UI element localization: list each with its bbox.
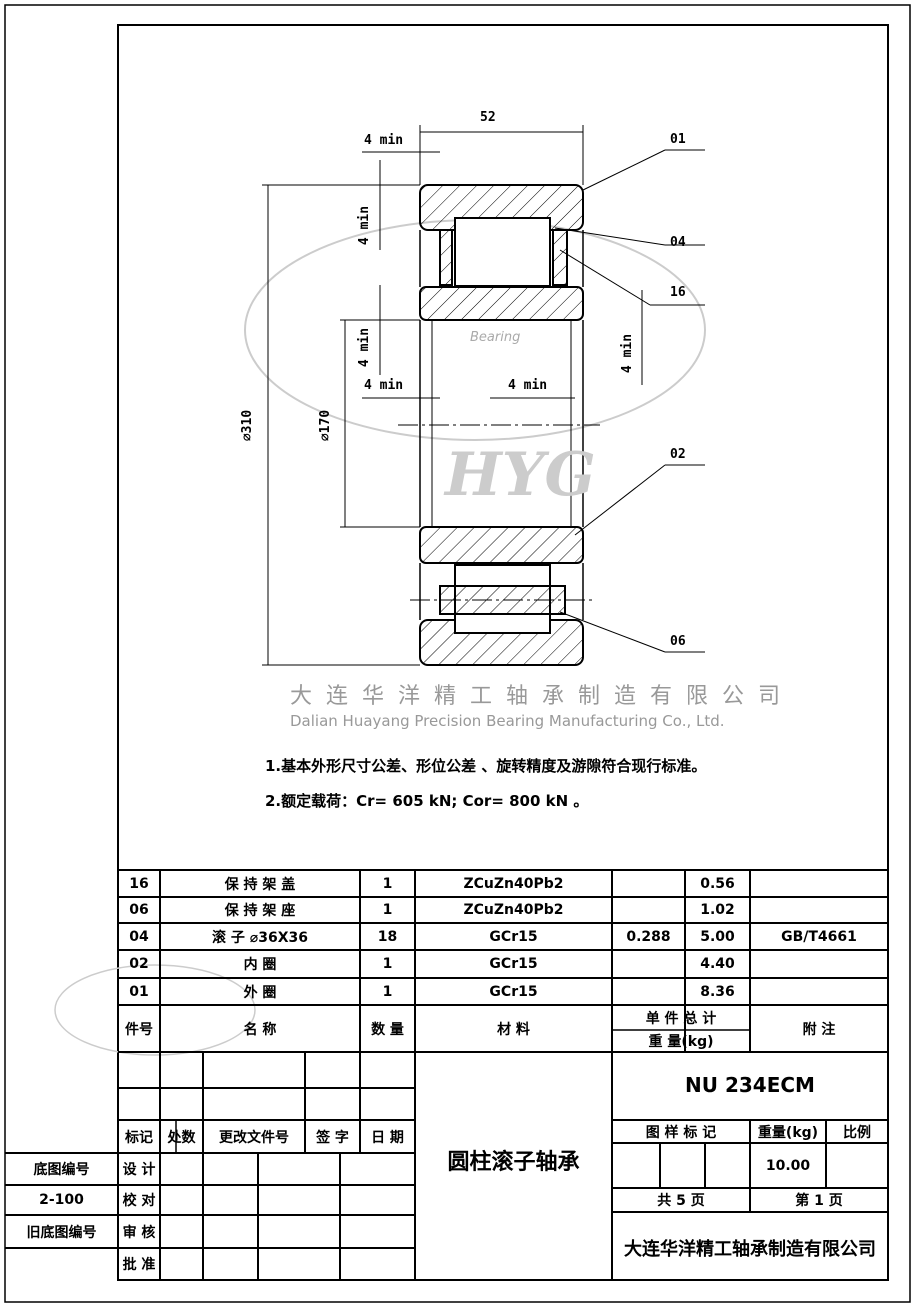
dim-width: 52 bbox=[480, 110, 496, 125]
part-qty-cell: 1 bbox=[382, 956, 393, 972]
part-name-cell: 外 圈 bbox=[243, 984, 277, 1001]
header-scale: 比例 bbox=[843, 1124, 871, 1141]
table-lines bbox=[5, 869, 888, 1280]
revision-header: 处数 bbox=[167, 1129, 196, 1146]
part-unit-cell bbox=[612, 870, 685, 897]
bearing-section bbox=[398, 184, 600, 666]
cage-right-top bbox=[552, 229, 568, 286]
part-no-cell: 01 bbox=[129, 983, 149, 1000]
header-weight: 重 量(kg) bbox=[648, 1034, 714, 1050]
part-no-cell: 06 bbox=[129, 902, 149, 918]
drawing-title: 圆柱滚子轴承 bbox=[447, 1150, 580, 1175]
model-number: NU 234ECM bbox=[685, 1073, 815, 1097]
cage-left-top bbox=[439, 229, 453, 286]
watermark-logo-text: HYG bbox=[445, 440, 596, 510]
part-total-cell: 5.00 bbox=[700, 928, 735, 945]
part-no-cell: 16 bbox=[129, 875, 149, 892]
dim-bore-diameter: ⌀170 bbox=[318, 409, 334, 442]
part-name-cell: 滚 子 ⌀36X36 bbox=[212, 929, 308, 946]
company-name: 大连华洋精工轴承制造有限公司 bbox=[624, 1238, 876, 1260]
dim-min-right: 4 min bbox=[620, 333, 636, 374]
inner-frame bbox=[117, 24, 889, 1281]
base-drawing-no: 2-100 bbox=[39, 1192, 84, 1208]
part-qty-cell: 1 bbox=[382, 902, 393, 918]
inner-ring-top bbox=[419, 286, 584, 321]
dim-min-left-lower: 4 min bbox=[357, 327, 373, 368]
revision-header: 日 期 bbox=[371, 1129, 404, 1146]
watermark-tagline: Bearing bbox=[470, 330, 521, 345]
part-label-16: 16 bbox=[670, 285, 686, 300]
part-remark-cell bbox=[750, 950, 888, 978]
part-name-cell: 保 持 架 盖 bbox=[224, 876, 296, 893]
part-label-04: 04 bbox=[670, 235, 686, 250]
part-qty-cell: 1 bbox=[382, 983, 393, 1000]
dim-min-left-upper: 4 min bbox=[357, 205, 373, 246]
part-no-cell: 04 bbox=[129, 928, 149, 945]
header-material: 材 料 bbox=[497, 1021, 530, 1038]
part-label-01: 01 bbox=[670, 132, 686, 147]
revision-header: 签 字 bbox=[316, 1129, 349, 1146]
part-total-cell: 8.36 bbox=[700, 983, 735, 1000]
role-label: 批 准 bbox=[122, 1257, 156, 1273]
inner-ring-bottom bbox=[419, 526, 584, 564]
part-unit-cell bbox=[612, 897, 685, 923]
roller-top bbox=[454, 217, 551, 287]
header-weight-kg: 重量(kg) bbox=[757, 1124, 819, 1141]
sheet-number: 第 1 页 bbox=[795, 1193, 843, 1209]
role-label: 设 计 bbox=[122, 1162, 156, 1178]
label-base-drawing-no: 底图编号 bbox=[33, 1162, 90, 1178]
part-total-cell: 4.40 bbox=[700, 956, 735, 972]
note-2: 2.额定载荷：Cr= 605 kN; Cor= 800 kN 。 bbox=[265, 792, 589, 810]
part-material-cell: GCr15 bbox=[489, 983, 538, 1000]
part-material-cell: GCr15 bbox=[489, 928, 538, 945]
part-label-02: 02 bbox=[670, 447, 686, 462]
label-old-drawing-no: 旧底图编号 bbox=[26, 1224, 97, 1241]
outer-frame bbox=[4, 4, 911, 1303]
part-unit-cell bbox=[612, 978, 685, 1005]
header-qty: 数 量 bbox=[371, 1021, 404, 1038]
header-drawing-mark: 图 样 标 记 bbox=[645, 1124, 717, 1141]
part-unit-cell: 0.288 bbox=[626, 928, 671, 945]
part-remark-cell bbox=[750, 870, 888, 897]
header-no: 件号 bbox=[125, 1021, 153, 1038]
header-unit-total: 单 件 总 计 bbox=[645, 1010, 717, 1027]
dim-outer-diameter: ⌀310 bbox=[240, 409, 256, 442]
watermark-company-cn: 大连华洋精工轴承制造有限公司 bbox=[290, 684, 795, 709]
part-total-cell: 1.02 bbox=[700, 902, 735, 918]
part-name-cell: 保 持 架 座 bbox=[224, 903, 296, 919]
role-label: 审 核 bbox=[122, 1224, 156, 1241]
dim-min-mid: 4 min bbox=[508, 378, 548, 393]
part-unit-cell bbox=[612, 950, 685, 978]
part-name-cell: 内 圈 bbox=[243, 957, 277, 973]
role-label: 校 对 bbox=[122, 1193, 156, 1209]
part-qty-cell: 1 bbox=[382, 875, 393, 892]
part-total-cell: 0.56 bbox=[700, 875, 735, 892]
watermark-company-en: Dalian Huayang Precision Bearing Manufac… bbox=[290, 712, 725, 730]
part-material-cell: ZCuZn40Pb2 bbox=[463, 875, 564, 892]
part-material-cell: ZCuZn40Pb2 bbox=[463, 902, 564, 918]
dim-min-bottom-left: 4 min bbox=[364, 378, 404, 393]
sheets-total: 共 5 页 bbox=[657, 1193, 705, 1209]
weight-value: 10.00 bbox=[765, 1157, 811, 1174]
dim-min-top: 4 min bbox=[364, 133, 404, 148]
part-label-06: 06 bbox=[670, 634, 686, 649]
dimension-lines bbox=[262, 125, 705, 666]
header-remark: 附 注 bbox=[802, 1021, 836, 1038]
part-remark-cell bbox=[750, 978, 888, 1005]
part-remark-cell: GB/T4661 bbox=[781, 928, 857, 945]
part-qty-cell: 18 bbox=[377, 928, 398, 945]
revision-header: 更改文件号 bbox=[219, 1129, 289, 1146]
part-no-cell: 02 bbox=[129, 956, 149, 972]
header-name: 名 称 bbox=[243, 1021, 277, 1038]
part-remark-cell bbox=[750, 897, 888, 923]
note-1: 1.基本外形尺寸公差、形位公差 、旋转精度及游隙符合现行标准。 bbox=[265, 757, 707, 775]
part-material-cell: GCr15 bbox=[489, 956, 538, 972]
revision-header: 标记 bbox=[125, 1129, 153, 1146]
